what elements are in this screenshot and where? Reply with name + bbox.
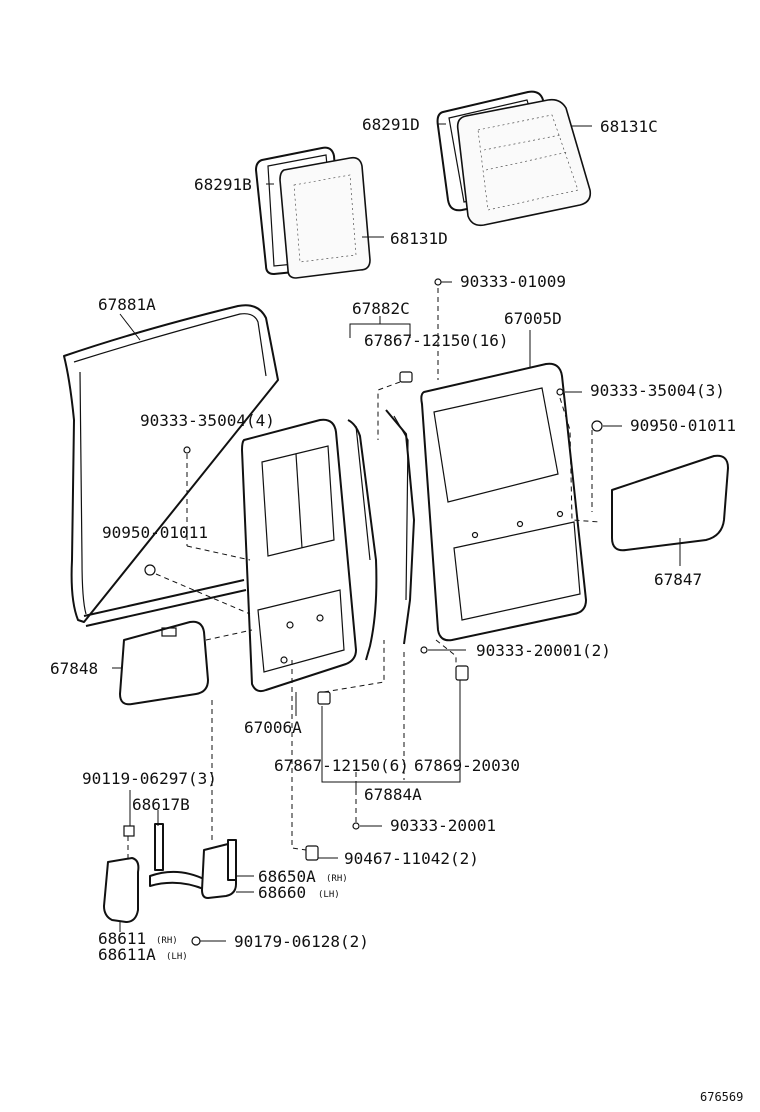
label-68131D: 68131D: [390, 229, 448, 248]
label-90333-35004-4: 90333-35004(4): [140, 411, 275, 430]
label-67005D: 67005D: [504, 309, 562, 328]
label-lh-68611A: (LH): [166, 952, 188, 962]
trim-panel-67847: [611, 454, 729, 552]
label-68617B: 68617B: [132, 795, 190, 814]
door-hinge-assembly: [103, 823, 237, 923]
label-90119-06297-3: 90119-06297(3): [82, 769, 217, 788]
window-glass-68131D: [279, 156, 371, 279]
label-67867-12150-6: 67867-12150(6): [274, 756, 409, 775]
label-90467-11042-2: 90467-11042(2): [344, 849, 479, 868]
fasteners: [123, 278, 603, 946]
leader-lines: [112, 123, 681, 942]
label-67869-20030: 67869-20030: [414, 756, 520, 775]
label-68291D: 68291D: [362, 115, 420, 134]
label-rh-68650A: (RH): [326, 874, 348, 884]
label-90950-01011-left: 90950-01011: [102, 523, 208, 542]
door-weatherstrip-67881A: [63, 304, 279, 627]
weatherstrip-67884A: [385, 409, 415, 645]
label-rh-68611: (RH): [156, 936, 178, 946]
label-67006A: 67006A: [244, 718, 302, 737]
label-68660: 68660: [258, 883, 306, 902]
label-90333-01009: 90333-01009: [460, 272, 566, 291]
label-67882C: 67882C: [352, 299, 410, 318]
label-68131C: 68131C: [600, 117, 658, 136]
door-panel-67006A: [241, 418, 357, 693]
window-glass-68131C: [456, 98, 592, 227]
door-panel-67005D: [420, 362, 587, 642]
label-67884A: 67884A: [364, 785, 422, 804]
label-90179-06128-2: 90179-06128(2): [234, 932, 369, 951]
label-68291B: 68291B: [194, 175, 252, 194]
assembly-dash-lines: [127, 288, 601, 860]
label-90333-20001: 90333-20001: [390, 816, 496, 835]
label-90950-01011-right: 90950-01011: [630, 416, 736, 435]
trim-panel-67848: [119, 620, 209, 706]
label-90333-35004-3: 90333-35004(3): [590, 381, 725, 400]
figure-id: 676569: [700, 1090, 743, 1104]
label-67848: 67848: [50, 659, 98, 678]
label-68611: 68611: [98, 929, 146, 948]
label-68611A: 68611A: [98, 945, 156, 964]
label-90333-20001-2: 90333-20001(2): [476, 641, 611, 660]
label-lh-68660: (LH): [318, 890, 340, 900]
label-67881A: 67881A: [98, 295, 156, 314]
label-68650A: 68650A: [258, 867, 316, 886]
label-67867-12150-16: 67867-12150(16): [364, 331, 509, 350]
part-labels: 68291D 68131C 68291B 68131D 90333-01009 …: [50, 115, 743, 1104]
weatherstrip-67882C: [347, 419, 378, 661]
label-67847: 67847: [654, 570, 702, 589]
